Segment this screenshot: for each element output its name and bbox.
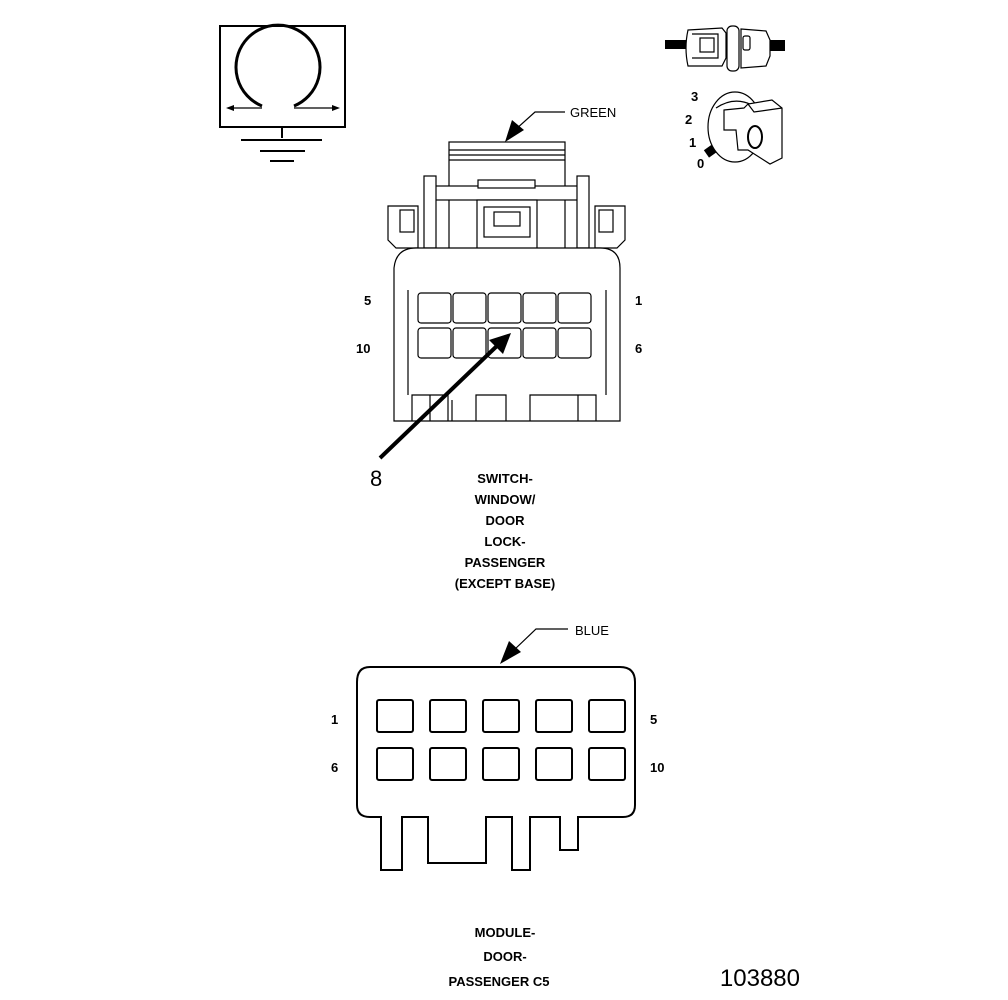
module-pin-label-1: 1 bbox=[331, 712, 338, 727]
module-connector bbox=[356, 666, 636, 871]
module-pin-cavities bbox=[376, 699, 626, 781]
switch-pin-label-6: 6 bbox=[635, 341, 642, 356]
switch-connector-color-label: GREEN bbox=[570, 105, 616, 120]
switch-pin-label-5: 5 bbox=[364, 293, 371, 308]
module-pin-label-10: 10 bbox=[650, 760, 664, 775]
switch-pin-label-10: 10 bbox=[356, 341, 370, 356]
pin-cavity bbox=[588, 747, 626, 781]
figure-number: 103880 bbox=[720, 965, 800, 992]
pin-cavity bbox=[452, 292, 487, 324]
module-connector-color-label: BLUE bbox=[575, 623, 609, 638]
switch-name-line-3: DOOR bbox=[486, 513, 526, 528]
module-name-line-1: MODULE- bbox=[475, 925, 536, 940]
pin-cavity bbox=[522, 292, 557, 324]
pin-cavity bbox=[487, 292, 522, 324]
pin-callout-label: 8 bbox=[370, 466, 382, 491]
pin-cavity bbox=[557, 292, 592, 324]
switch-pin-cavities bbox=[417, 292, 592, 359]
ignition-key-icon: 3 2 1 0 bbox=[685, 89, 783, 171]
ground-symbol-icon bbox=[219, 23, 346, 162]
module-name-line-3: PASSENGER C5 bbox=[449, 974, 550, 989]
pin-cavity bbox=[417, 292, 452, 324]
key-position-1: 1 bbox=[689, 135, 696, 150]
pin-callout-arrow bbox=[378, 333, 511, 460]
pin-cavity bbox=[535, 699, 573, 733]
switch-connector-name: SWITCH- WINDOW/ DOOR LOCK- PASSENGER (EX… bbox=[455, 471, 555, 591]
switch-name-line-4: LOCK- bbox=[484, 534, 525, 549]
pin-cavity bbox=[482, 699, 520, 733]
switch-name-line-6: (EXCEPT BASE) bbox=[455, 576, 555, 591]
inline-connector-icon bbox=[665, 25, 785, 72]
pin-cavity bbox=[482, 747, 520, 781]
module-name-line-2: DOOR- bbox=[483, 949, 526, 964]
module-connector-name: MODULE- DOOR- PASSENGER C5 bbox=[449, 925, 550, 989]
key-position-0: 0 bbox=[697, 156, 704, 171]
switch-name-line-1: SWITCH- bbox=[477, 471, 533, 486]
pin-cavity bbox=[535, 747, 573, 781]
pin-cavity bbox=[429, 747, 467, 781]
switch-connector bbox=[387, 141, 626, 422]
module-pin-label-5: 5 bbox=[650, 712, 657, 727]
key-position-3: 3 bbox=[691, 89, 698, 104]
key-position-2: 2 bbox=[685, 112, 692, 127]
pin-cavity bbox=[417, 327, 452, 359]
pin-cavity bbox=[452, 327, 487, 359]
module-pin-label-6: 6 bbox=[331, 760, 338, 775]
pin-cavity bbox=[376, 699, 414, 733]
switch-name-line-2: WINDOW/ bbox=[475, 492, 536, 507]
pin-cavity bbox=[376, 747, 414, 781]
pin-cavity bbox=[588, 699, 626, 733]
pin-cavity bbox=[522, 327, 557, 359]
switch-name-line-5: PASSENGER bbox=[465, 555, 546, 570]
pin-cavity bbox=[429, 699, 467, 733]
switch-pin-label-1: 1 bbox=[635, 293, 642, 308]
pin-cavity bbox=[557, 327, 592, 359]
